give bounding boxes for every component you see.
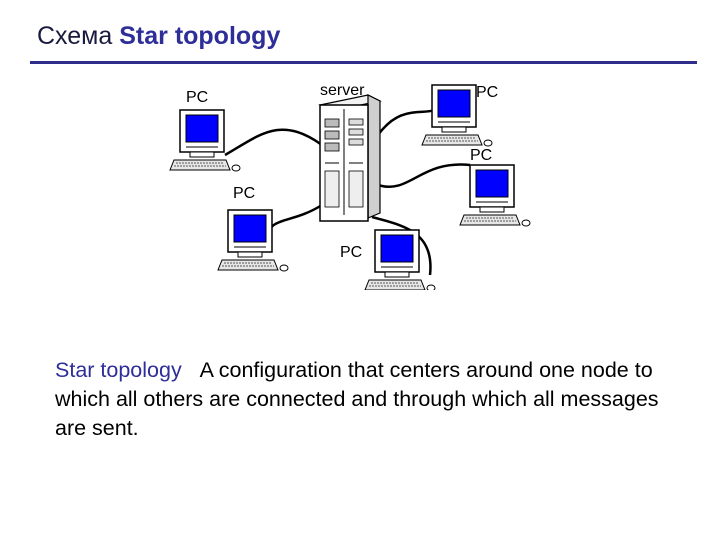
cable-left xyxy=(263,203,323,241)
pc-left-computer xyxy=(217,209,289,272)
star-topology-diagram xyxy=(169,84,531,290)
title-accent: Star topology xyxy=(119,22,281,50)
cable-top-right xyxy=(376,108,436,136)
pc-label-left: PC xyxy=(233,185,256,202)
pc-label-top-right: PC xyxy=(476,84,499,101)
server-label: server xyxy=(320,82,365,99)
pc-top-left-computer xyxy=(169,109,241,172)
server-tower xyxy=(318,94,382,222)
definition-text: Star topology A configuration that cente… xyxy=(55,356,685,443)
pc-label-right: PC xyxy=(470,147,493,164)
definition-term: Star topology xyxy=(55,358,182,382)
cable-right xyxy=(377,163,471,188)
pc-label-top-left: PC xyxy=(186,89,209,106)
pc-bottom-computer xyxy=(364,229,436,290)
title-main: Схема xyxy=(37,22,113,50)
title-underline xyxy=(30,61,697,64)
cable-top-left xyxy=(224,128,323,157)
pc-right-computer xyxy=(459,164,531,227)
slide-title: Схема Star topology xyxy=(37,22,280,51)
pc-label-bottom: PC xyxy=(340,244,363,261)
definition-body: A configuration that centers around one … xyxy=(55,358,659,440)
